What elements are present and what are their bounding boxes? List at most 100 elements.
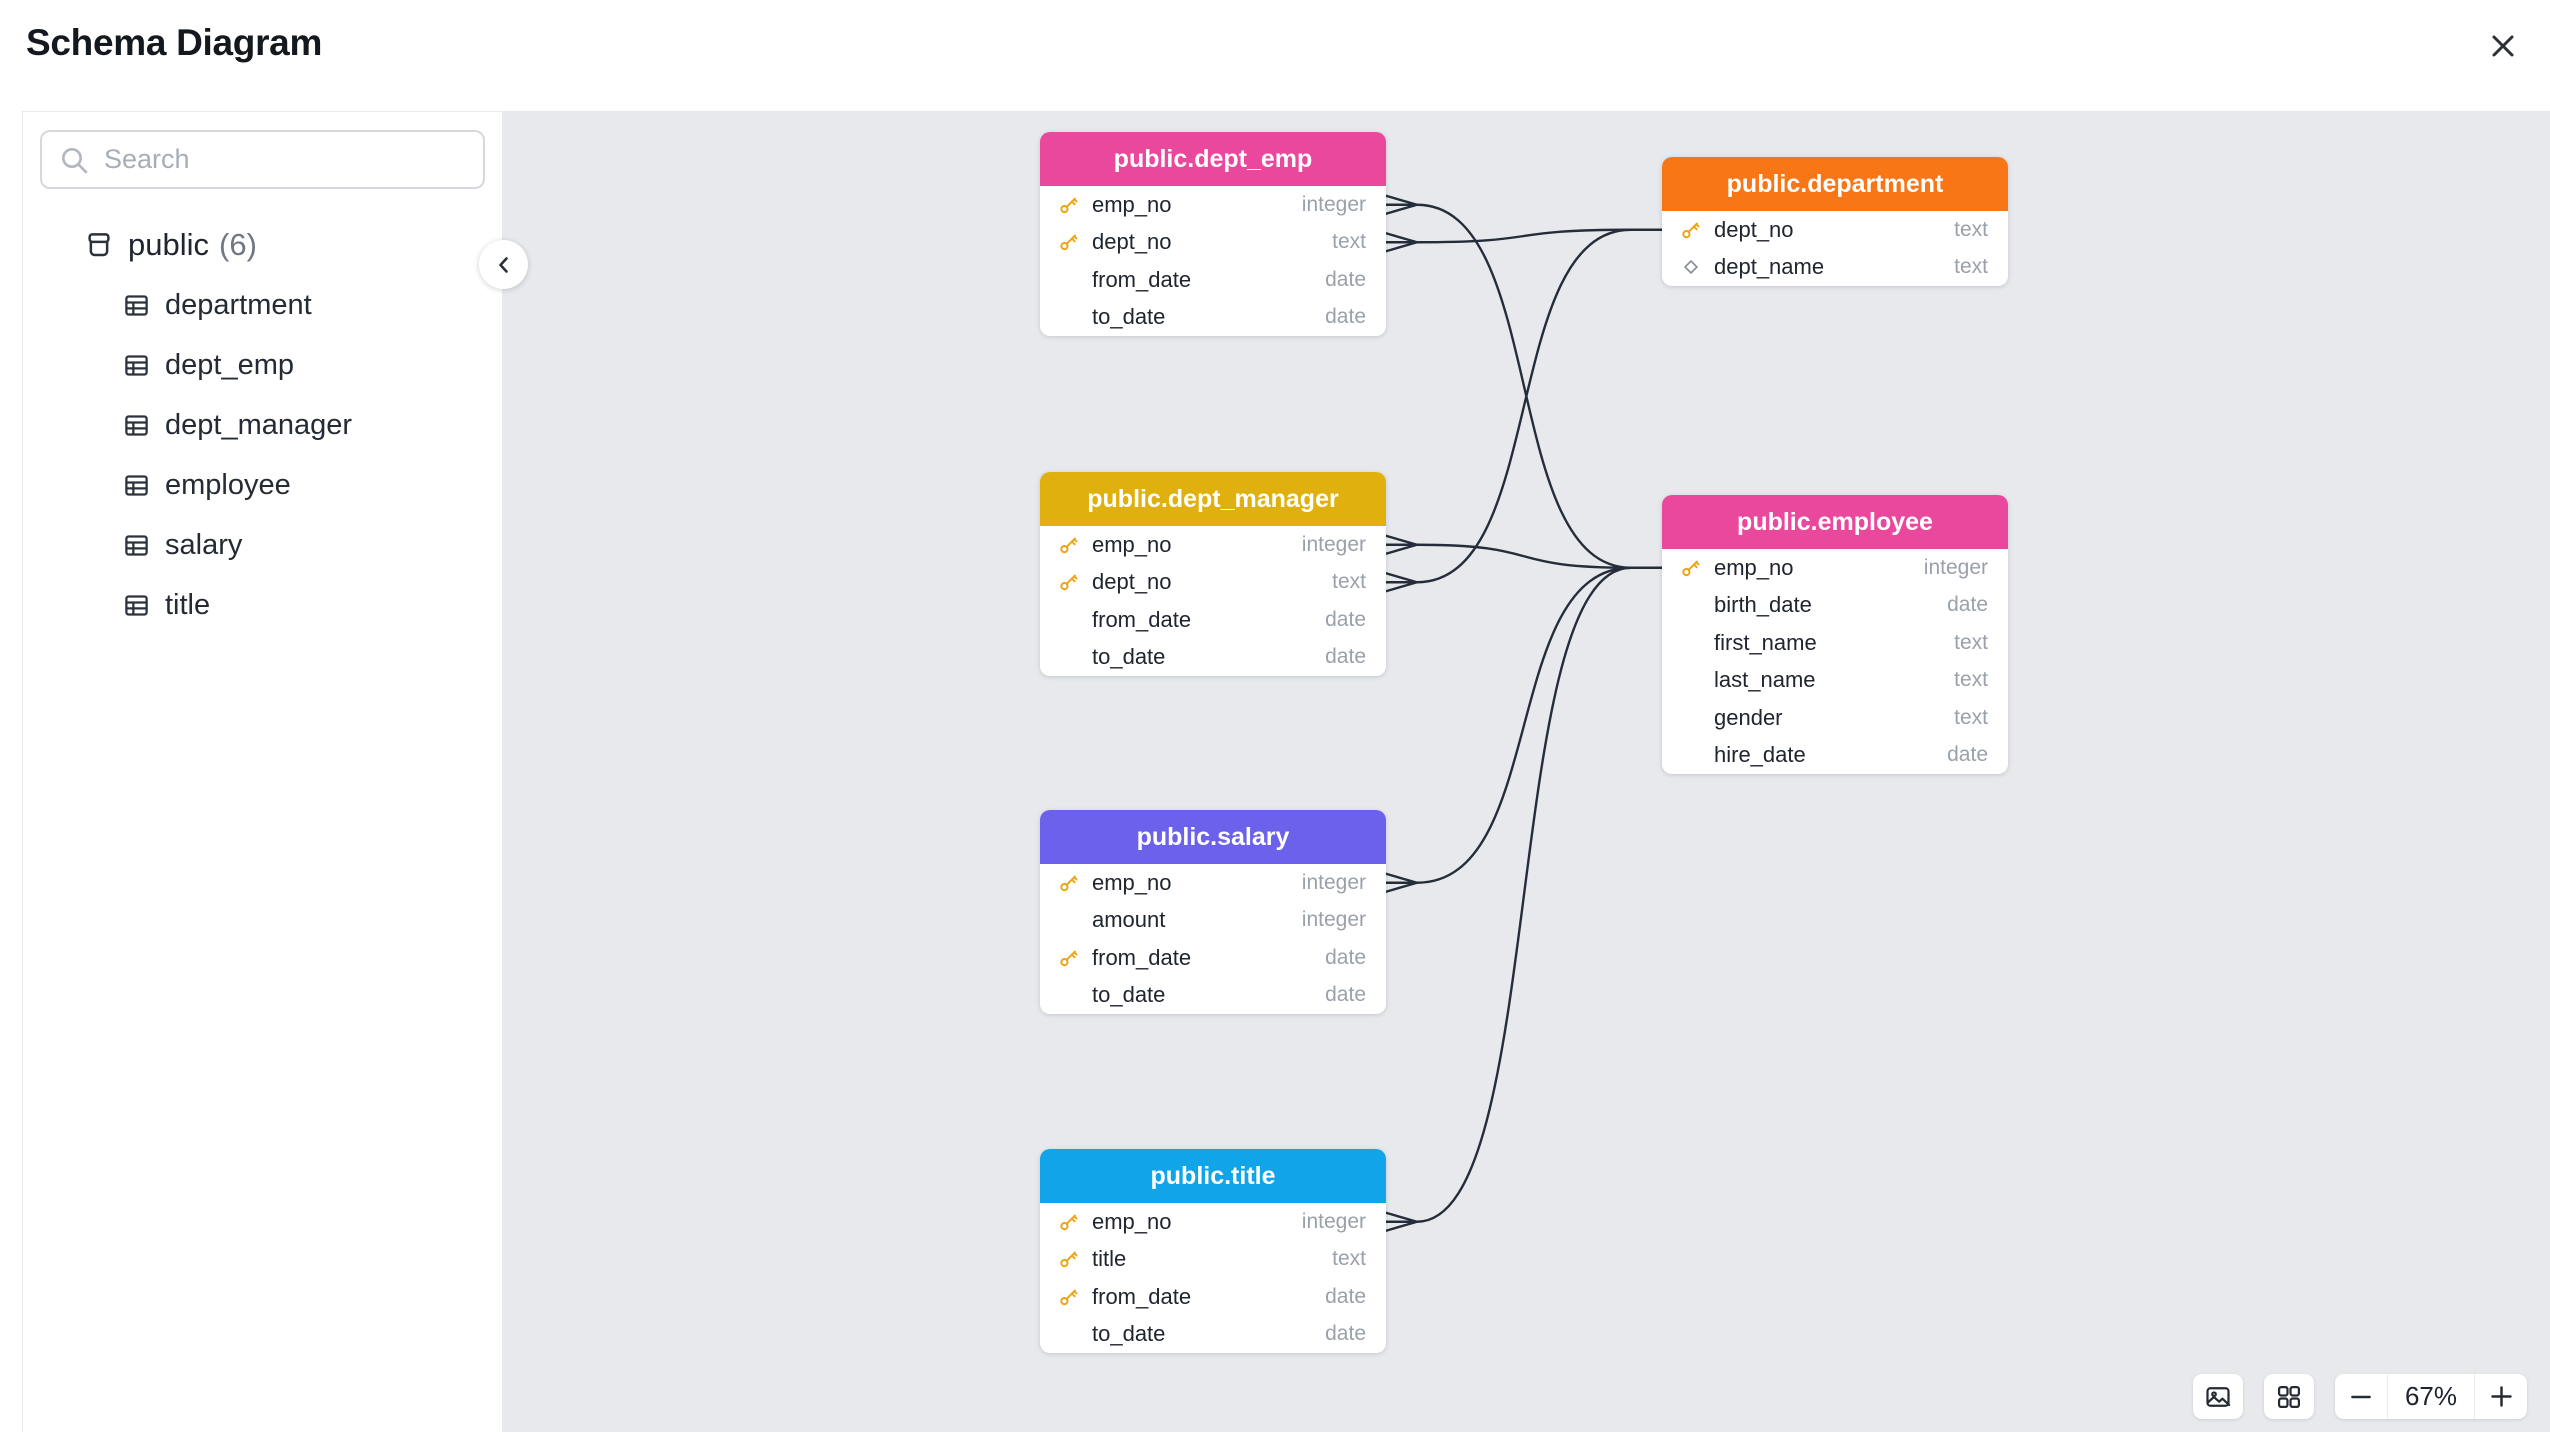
zoom-in-button[interactable] bbox=[2475, 1374, 2527, 1419]
schema-node-public[interactable]: public (6) bbox=[23, 215, 502, 275]
export-image-button[interactable] bbox=[2193, 1374, 2243, 1419]
sidebar-item-dept_emp[interactable]: dept_emp bbox=[23, 335, 502, 395]
relation-line bbox=[1384, 572, 1419, 584]
table-icon bbox=[125, 534, 148, 556]
sidebar-item-employee[interactable]: employee bbox=[23, 455, 502, 515]
schema-tree: public (6) department dept_emp dept_mana… bbox=[23, 215, 502, 635]
column-type: date bbox=[1325, 945, 1366, 969]
column-name: dept_no bbox=[1092, 569, 1172, 595]
relation-line bbox=[1384, 581, 1419, 593]
relation-line bbox=[1384, 1220, 1419, 1232]
relation-line bbox=[1384, 194, 1419, 206]
unique-icon bbox=[1683, 260, 1699, 275]
relation-line bbox=[1415, 566, 1633, 1223]
zoom-level: 67% bbox=[2387, 1374, 2475, 1419]
column-name: to_date bbox=[1092, 304, 1166, 330]
close-icon bbox=[2492, 35, 2514, 57]
entity-title[interactable]: public.title bbox=[1040, 1149, 1386, 1203]
search-input[interactable] bbox=[40, 130, 485, 189]
dialog-header: Schema Diagram bbox=[0, 0, 2550, 111]
column-row-dept_no[interactable]: dept_no text bbox=[1040, 564, 1386, 602]
schema-name: public bbox=[128, 227, 209, 262]
sidebar-item-title[interactable]: title bbox=[23, 575, 502, 635]
column-name: emp_no bbox=[1714, 554, 1794, 580]
schema-sidebar: public (6) department dept_emp dept_mana… bbox=[22, 111, 503, 1432]
entity-title[interactable]: public.employee bbox=[1662, 495, 2008, 549]
sidebar-item-dept_manager[interactable]: dept_manager bbox=[23, 395, 502, 455]
column-type: integer bbox=[1301, 192, 1366, 216]
relation-line bbox=[1415, 566, 1633, 884]
column-name: from_date bbox=[1092, 944, 1192, 970]
table-icon bbox=[125, 474, 148, 496]
collapse-sidebar-button[interactable] bbox=[479, 240, 528, 289]
key-icon bbox=[1060, 234, 1078, 251]
column-type: date bbox=[1947, 593, 1988, 617]
entity-title[interactable]: public.dept_emp bbox=[1040, 132, 1386, 186]
zoom-in-icon bbox=[2490, 1386, 2512, 1407]
schema-table-count: (6) bbox=[219, 227, 257, 262]
key-icon bbox=[1060, 197, 1078, 213]
sidebar-item-department[interactable]: department bbox=[23, 275, 502, 335]
column-name: from_date bbox=[1092, 606, 1192, 632]
column-name: gender bbox=[1714, 704, 1783, 730]
column-row-dept_no[interactable]: dept_no text bbox=[1662, 211, 2008, 249]
column-type: text bbox=[1332, 570, 1366, 594]
column-name: birth_date bbox=[1714, 592, 1812, 618]
sidebar-item-salary[interactable]: salary bbox=[23, 515, 502, 575]
column-type: date bbox=[1325, 983, 1366, 1007]
zoom-out-icon bbox=[2351, 1395, 2371, 1398]
relation-line bbox=[1384, 543, 1419, 555]
column-type: date bbox=[1325, 1284, 1366, 1308]
entity-title[interactable]: public.department bbox=[1662, 157, 2008, 211]
column-type: text bbox=[1954, 217, 1988, 241]
relation-line bbox=[1384, 1211, 1419, 1223]
column-type: text bbox=[1332, 1247, 1366, 1271]
column-type: integer bbox=[1301, 1209, 1366, 1233]
zoom-out-button[interactable] bbox=[2335, 1374, 2387, 1419]
column-name: dept_no bbox=[1092, 229, 1172, 255]
key-icon bbox=[1682, 560, 1700, 576]
table-list: department dept_emp dept_manager employe… bbox=[23, 275, 502, 635]
key-icon bbox=[1060, 1251, 1078, 1268]
auto-layout-button[interactable] bbox=[2264, 1374, 2314, 1419]
page-title: Schema Diagram bbox=[26, 22, 323, 63]
column-row-birth_date[interactable]: birth_date date bbox=[1662, 587, 2008, 625]
close-button[interactable] bbox=[2483, 26, 2523, 66]
key-icon bbox=[1060, 537, 1078, 553]
column-row-from_date[interactable]: from_date date bbox=[1040, 939, 1386, 977]
column-name: dept_no bbox=[1714, 216, 1794, 242]
column-name: amount bbox=[1092, 907, 1166, 933]
entity-title[interactable]: public.salary bbox=[1040, 810, 1386, 864]
column-type: text bbox=[1954, 630, 1988, 654]
entity-title[interactable]: public.dept_manager bbox=[1040, 472, 1386, 526]
relation-line bbox=[1384, 534, 1419, 546]
export-image-icon bbox=[2206, 1386, 2231, 1407]
